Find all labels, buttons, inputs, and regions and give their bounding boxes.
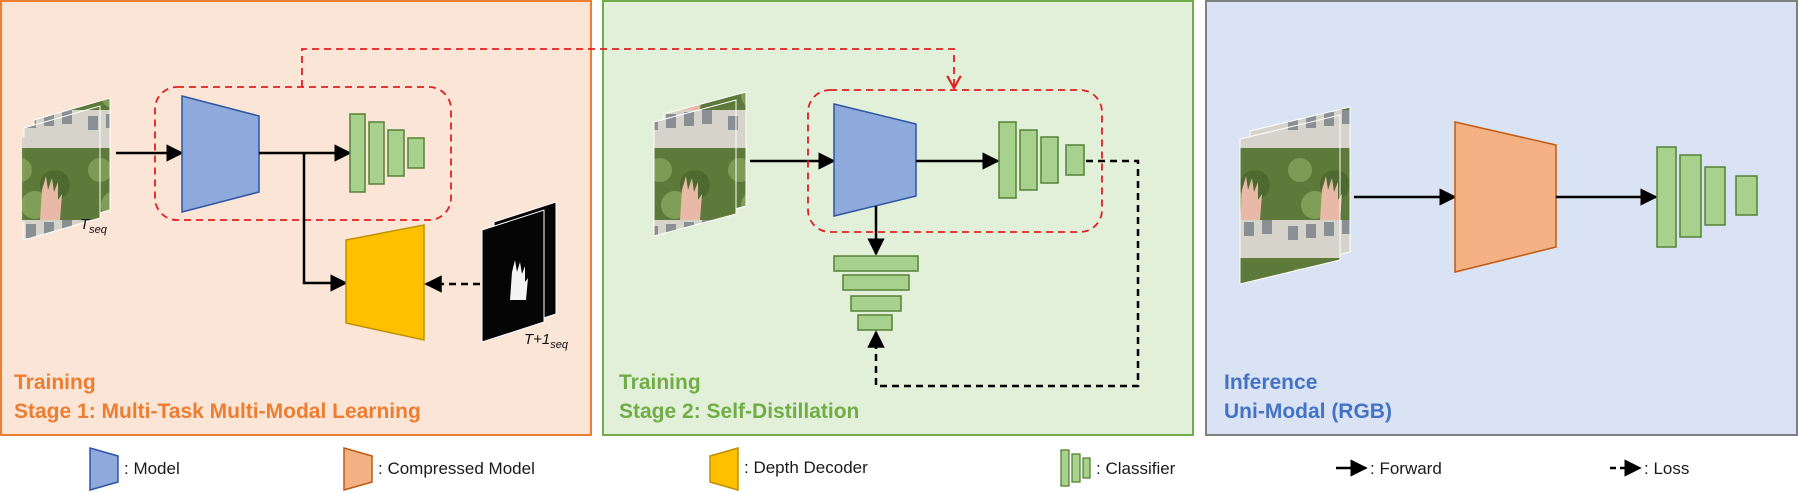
legend: : Model : Compressed Model : Depth Decod… — [89, 447, 1689, 491]
legend-item-loss: : Loss — [1610, 459, 1689, 478]
legend-item-depth: : Depth Decoder — [709, 447, 868, 491]
stage2-model — [833, 103, 917, 217]
stage1-distill-group-box — [154, 86, 452, 221]
stage1-title-line2: Stage 1: Multi-Task Multi-Modal Learning — [14, 400, 421, 423]
stage2-title-line1: Training — [619, 371, 701, 394]
stage1-forward-arrow-decoder — [302, 153, 348, 292]
stage2-student-classifier — [833, 255, 919, 331]
inference-title-line1: Inference — [1224, 371, 1317, 394]
legend-model-icon — [89, 447, 119, 491]
inference-classifier — [1656, 146, 1758, 248]
legend-loss-label: : Loss — [1644, 459, 1689, 478]
stage1-tseq-label: Tseq — [80, 216, 108, 236]
inference-compressed-model — [1454, 121, 1557, 273]
stage1-classifier — [349, 113, 425, 193]
legend-depth-icon — [709, 447, 739, 491]
stage1-depth-decoder — [345, 224, 425, 341]
stage2-classifier — [998, 121, 1085, 199]
stage1-t1seq-label: T+1seq — [524, 331, 569, 351]
legend-forward-label: : Forward — [1370, 459, 1442, 478]
stage2-distill-group-box — [807, 89, 1103, 233]
stage1-title-line1: Training — [14, 371, 96, 394]
legend-item-forward: : Forward — [1336, 459, 1442, 478]
legend-model-label: : Model — [124, 459, 180, 478]
legend-item-compressed: : Compressed Model — [343, 447, 535, 491]
legend-classifier-label: : Classifier — [1096, 459, 1176, 478]
inference-title-line2: Uni-Modal (RGB) — [1224, 400, 1392, 423]
stage2-title-line2: Stage 2: Self-Distillation — [619, 400, 859, 423]
stage2-rgb-frames — [653, 91, 747, 237]
panel-stage2: Training Stage 2: Self-Distillation — [602, 0, 1194, 436]
inference-rgb-frames — [1239, 106, 1351, 285]
stage1-model — [181, 95, 260, 213]
stage2-loss-arrow-distill — [867, 159, 1140, 388]
legend-item-model: : Model — [89, 447, 180, 491]
transfer-arrow-stage1-to-stage2 — [301, 48, 962, 91]
stage1-depth-frames — [481, 201, 557, 343]
legend-item-classifier: : Classifier — [1060, 449, 1176, 487]
legend-classifier-icon — [1060, 449, 1091, 487]
stage1-rgb-frames — [22, 97, 111, 241]
legend-compressed-label: : Compressed Model — [378, 459, 535, 478]
legend-depth-label: : Depth Decoder — [744, 458, 868, 477]
legend-compressed-icon — [343, 447, 373, 491]
